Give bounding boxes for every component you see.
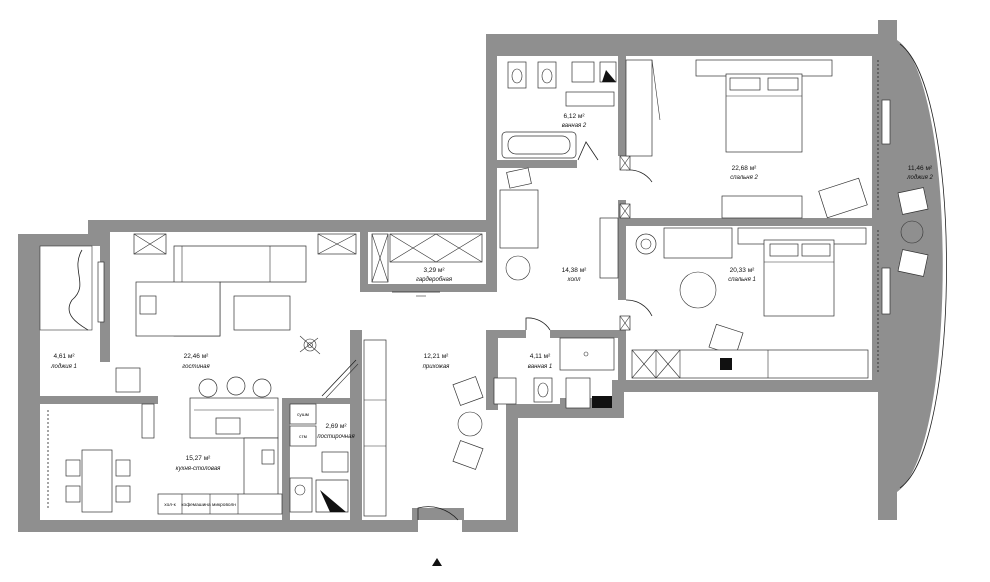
room-name: спальня 2 (730, 175, 758, 181)
room-label-loggia2: 11,46 м² лоджия 2 (906, 165, 933, 181)
washer-label: стм (299, 435, 307, 440)
room-name: холл (567, 277, 582, 283)
room-label-laundry: 2,69 м² постирочная (317, 423, 355, 440)
room-name: ванная 2 (562, 123, 587, 129)
bedroom-1-furniture (631, 227, 891, 379)
hall-furniture (499, 155, 653, 331)
dryer-label: сушм (297, 413, 309, 418)
room-name: кухня-столовая (176, 466, 222, 472)
room-label-bed1: 20,33 м² спальня 1 (728, 267, 756, 283)
loggia-1 (39, 245, 105, 331)
room-name: гардеробная (416, 277, 453, 283)
bedroom-2-furniture (625, 59, 891, 219)
room-area: 22,46 м² (184, 353, 210, 360)
room-area: 6,12 м² (563, 113, 585, 120)
room-label-hall: 14,38 м² холл (562, 267, 588, 283)
room-label-bath2: 6,12 м² ванная 2 (562, 113, 587, 129)
microwave-label: микроволн (212, 503, 236, 508)
room-label-loggia1: 4,61 м² лоджия 1 (50, 353, 77, 370)
coffee-machine-label: кофемашина (181, 502, 211, 508)
room-area: 15,27 м² (186, 455, 212, 462)
room-label-entry: 12,21 м² прихожая (423, 353, 451, 370)
kitchen-furniture (47, 376, 283, 515)
fridge-label: хол-к (164, 503, 176, 508)
room-name: ванная 1 (528, 364, 553, 370)
room-label-living: 22,46 м² гостиная (182, 353, 210, 370)
room-name: гостиная (182, 364, 210, 370)
room-name: спальня 1 (728, 277, 756, 283)
room-label-kitchen: 15,27 м² кухня-столовая (176, 455, 222, 472)
living-room-furniture (115, 233, 359, 399)
room-area: 11,46 м² (908, 165, 933, 172)
loggia-2-furniture (897, 43, 947, 489)
laundry-furniture (289, 403, 349, 513)
room-area: 12,21 м² (424, 353, 450, 360)
entry-furniture (363, 339, 484, 566)
room-area: 4,61 м² (53, 353, 75, 360)
bathroom-1-furniture (493, 317, 615, 409)
room-area: 2,69 м² (325, 423, 347, 430)
room-name: постирочная (317, 434, 355, 440)
room-name: прихожая (423, 364, 451, 370)
room-area: 3,29 м² (423, 267, 445, 274)
room-name: лоджия 1 (50, 364, 77, 370)
room-label-wardrobe: 3,29 м² гардеробная (416, 267, 453, 283)
room-label-bed2: 22,68 м² спальня 2 (730, 165, 758, 181)
appliance-labels: сушм стм хол-к кофемашина микроволн (164, 413, 309, 508)
room-area: 14,38 м² (562, 267, 588, 274)
room-area: 20,33 м² (730, 267, 756, 274)
wardrobe-furniture (371, 233, 483, 297)
room-area: 4,11 м² (530, 353, 551, 360)
bathroom-2-furniture (501, 61, 617, 161)
room-area: 22,68 м² (732, 165, 758, 172)
room-name: лоджия 2 (906, 175, 933, 181)
room-label-bath1: 4,11 м² ванная 1 (528, 353, 553, 370)
